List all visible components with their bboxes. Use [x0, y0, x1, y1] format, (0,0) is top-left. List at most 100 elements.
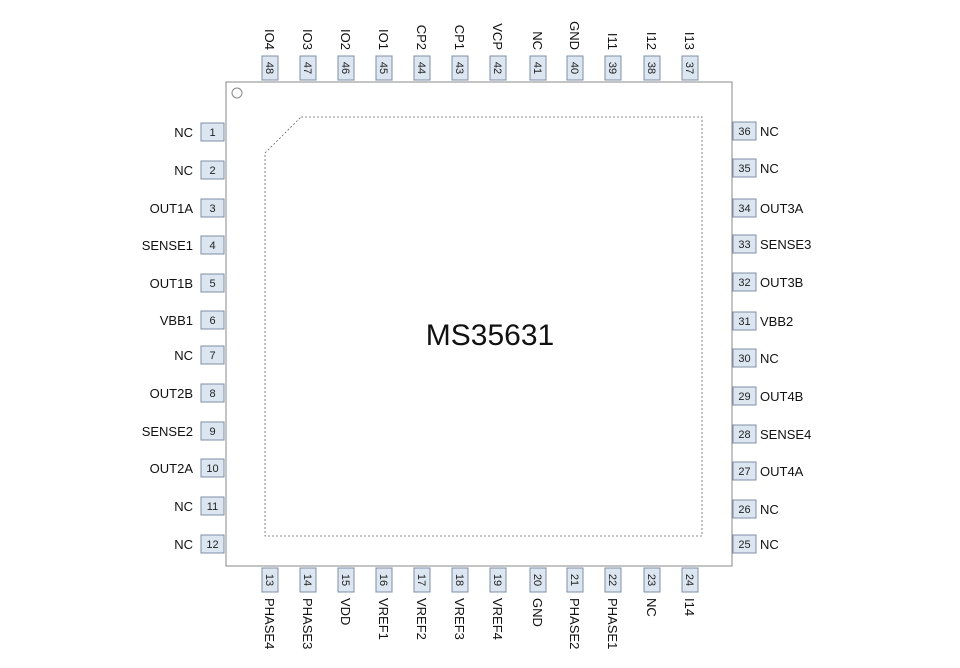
pin-label: NC: [760, 351, 779, 366]
pin-number: 20: [531, 574, 543, 586]
pin-box: [732, 198, 757, 218]
pin-number: 40: [568, 62, 580, 74]
pin-number: 45: [377, 62, 389, 74]
pin-label: CP2: [414, 25, 429, 50]
pin-number: 3: [209, 203, 215, 215]
pin-number: 33: [738, 239, 750, 251]
pin-box: [681, 55, 699, 81]
pin-number: 34: [738, 203, 750, 215]
pin-box: [451, 55, 469, 81]
pin-box: [732, 461, 757, 481]
pin-box: [200, 534, 225, 554]
pin-box: [375, 55, 393, 81]
pin-number: 12: [206, 539, 218, 551]
pin-label: VBB2: [760, 314, 793, 329]
pin-number: 25: [738, 539, 750, 551]
pin-number: 29: [738, 391, 750, 403]
pin-label: IO1: [376, 29, 391, 50]
pin-30: 30 NC: [732, 348, 779, 368]
pin-label: IO4: [262, 29, 277, 50]
pin-7: 7 NC: [174, 345, 225, 365]
chip-body: [225, 81, 733, 567]
pin-number: 6: [209, 315, 215, 327]
pin-label: NC: [760, 537, 779, 552]
pin-number: 15: [339, 574, 351, 586]
pin-box: [529, 55, 547, 81]
pin-number: 19: [491, 574, 503, 586]
pin-box: [200, 383, 225, 403]
pin-number: 2: [209, 165, 215, 177]
pin-1: 1NC: [174, 122, 225, 142]
pin-box: [732, 348, 757, 368]
pin-label: PHASE2: [567, 598, 582, 649]
pin-box: [732, 311, 757, 331]
pin-number: 46: [339, 62, 351, 74]
pin-label: PHASE1: [605, 598, 620, 649]
pin-number: 32: [738, 277, 750, 289]
pin-box: [200, 345, 225, 365]
pin-number: 43: [453, 62, 465, 74]
pin-label: VBB1: [160, 313, 193, 328]
pin-label: I13: [682, 32, 697, 50]
pin-box: [451, 567, 469, 593]
pin-number: 8: [209, 388, 215, 400]
pin-box: [732, 158, 757, 178]
pin-label: NC: [174, 348, 193, 363]
pin-label: VREF3: [452, 598, 467, 640]
pin-label: CP1: [452, 25, 467, 50]
pin-label: OUT2A: [150, 461, 194, 476]
pin-label: NC: [760, 161, 779, 176]
pin-box: [200, 160, 225, 180]
pin-label: VREF4: [490, 598, 505, 640]
chip-name: MS35631: [426, 319, 554, 352]
pin-box: [200, 122, 225, 142]
pin-box: [200, 235, 225, 255]
pin-number: 42: [491, 62, 503, 74]
pin-number: 5: [209, 278, 215, 290]
pin-number: 24: [683, 574, 695, 586]
pin-40: 40 GND: [566, 21, 584, 81]
pin-box: [732, 424, 757, 444]
pin-number: 7: [209, 350, 215, 362]
pin-25: 25 NC: [732, 534, 779, 554]
pins-layer: 1NC2NC3OUT1A4SENSE15OUT1B6VBB17NC8OUT2B9…: [142, 21, 812, 649]
pin-label: SENSE1: [142, 238, 193, 253]
pin-label: GND: [567, 21, 582, 50]
pin-number: 38: [645, 62, 657, 74]
pin-label: NC: [174, 499, 193, 514]
pin-box: [261, 55, 279, 81]
pin-number: 18: [453, 574, 465, 586]
pin-number: 22: [606, 574, 618, 586]
pin-label: NC: [530, 31, 545, 50]
pin-number: 36: [738, 126, 750, 138]
pin-label: OUT3A: [760, 201, 804, 216]
pin-label: VREF1: [376, 598, 391, 640]
pin-label: I11: [605, 33, 620, 50]
pin-box: [200, 421, 225, 441]
pin-label: NC: [174, 163, 193, 178]
pin-number: 28: [738, 429, 750, 441]
pin-6: 6 VBB1: [160, 310, 225, 330]
pin-33: 33 SENSE3: [732, 234, 811, 254]
pin-box: [732, 121, 757, 141]
pin-number: 30: [738, 353, 750, 365]
pin-box: [604, 567, 622, 593]
pin-label: SENSE3: [760, 237, 811, 252]
pin-43: 43 CP1: [451, 25, 469, 81]
